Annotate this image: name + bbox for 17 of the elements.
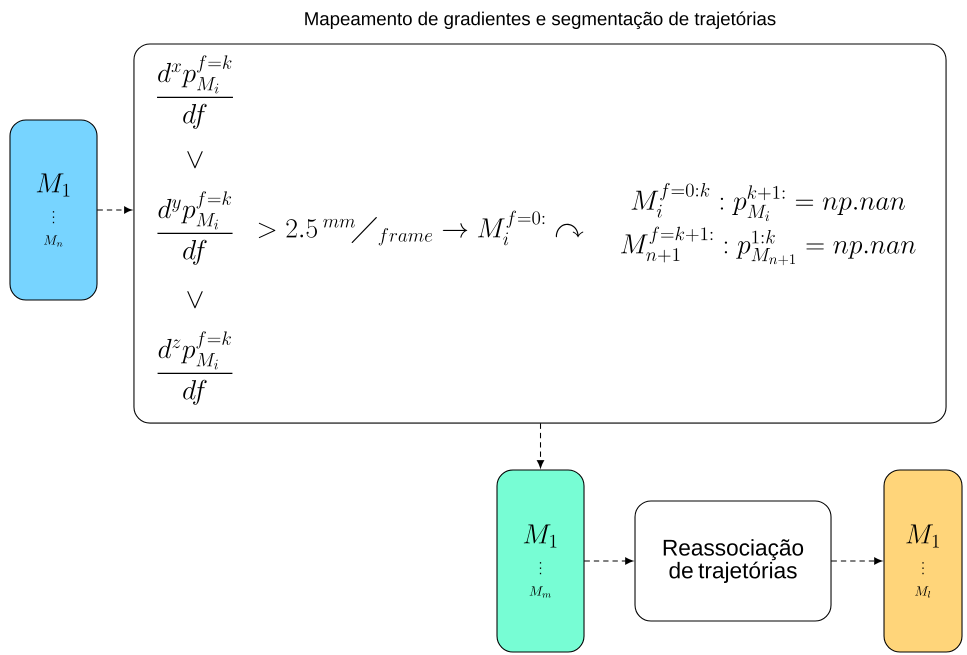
formula: $\frac{d^y p^{f=k}_{M_i}}{df}$ [157, 191, 233, 265]
arrow [832, 557, 882, 565]
formula: $M_i^{f=0:k} : p^{k+1:}_{M_i} = np.nan$ [632, 182, 905, 222]
formula: $> 2.5\,{}^{mm}\!\diagup_{frame} \rightarrow M_i^{f=0:} \curvearrowright$ [258, 210, 584, 246]
formula: $\frac{d^z p^{f=k}_{M_i}}{df}$ [158, 331, 232, 405]
box-title: Mapeamento de gradientes e segmentação de trajetórias [305, 11, 776, 30]
arrow [536, 424, 544, 468]
process-box: Reassociação de trajetórias [634, 500, 832, 622]
formula: $M_{n+1}^{f=k+1:} : p^{1:k}_{M_{n+1}} = np.nan$ [620, 226, 916, 266]
or-symbol: $\vee$ [187, 151, 203, 168]
list-box: $M_1$ $\vdots$ $M_m$ [496, 469, 585, 653]
arrow [584, 557, 634, 565]
or-symbol: $\vee$ [187, 291, 203, 308]
arrow [98, 206, 132, 214]
list-box: $M_1$ $\vdots$ $M_n$ [9, 119, 98, 301]
list-box: $M_1$ $\vdots$ $M_l$ [883, 469, 963, 653]
formula: $\frac{d^x p^{f=k}_{M_i}}{df}$ [157, 55, 233, 129]
